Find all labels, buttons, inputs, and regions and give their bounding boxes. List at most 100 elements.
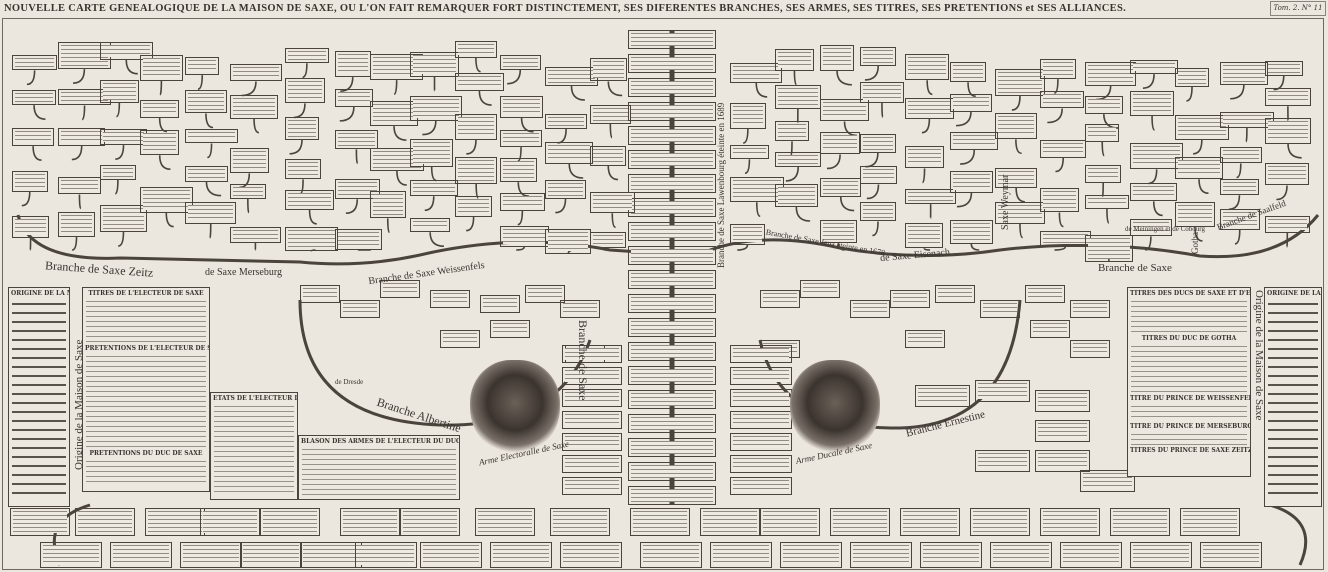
- person-box: [628, 222, 716, 241]
- branch-label-saxe-center: Branche de Saxe: [576, 320, 590, 401]
- person-box: [455, 72, 504, 92]
- person-box: [260, 508, 320, 536]
- person-box: [950, 131, 999, 150]
- person-box: [1085, 194, 1129, 209]
- person-box: [58, 211, 96, 237]
- person-box: [935, 285, 975, 303]
- ernestine-loop: [758, 299, 1022, 430]
- person-box: [1040, 231, 1091, 247]
- panel-heading: TITRES DU DUC DE GOTHA: [1141, 335, 1237, 342]
- person-box: [1085, 234, 1133, 262]
- person-box: [820, 219, 857, 244]
- person-box: [100, 204, 147, 233]
- person-box: [12, 128, 55, 147]
- origin-list: [12, 298, 66, 498]
- person-box: [905, 330, 945, 348]
- panel-text: [86, 298, 206, 343]
- person-box: [500, 130, 543, 148]
- etats-electeur-panel: ETATS DE L'ELECTEUR DE SAXE: [210, 392, 298, 500]
- person-box: [1220, 112, 1274, 128]
- person-box: [1200, 542, 1262, 568]
- branch-label-lawenbourg: Branche de Saxe Lawenbourg éteinte en 16…: [716, 102, 726, 268]
- person-box: [950, 170, 993, 193]
- person-box: [775, 183, 818, 207]
- panel-heading: TITRES DU PRINCE DE SAXE ZEITZ: [1130, 447, 1250, 454]
- person-box: [995, 201, 1045, 224]
- person-box: [140, 100, 180, 118]
- person-box: [285, 189, 335, 210]
- person-box: [1175, 201, 1215, 227]
- person-box: [905, 98, 954, 119]
- person-box: [380, 280, 420, 298]
- person-box: [710, 542, 772, 568]
- person-box: [950, 93, 992, 112]
- person-box: [370, 53, 424, 81]
- person-box: [410, 217, 451, 233]
- person-box: [1220, 178, 1259, 196]
- person-box: [730, 224, 766, 245]
- person-box: [590, 57, 627, 82]
- titres-electeur-panel: TITRES DE L'ELECTEUR DE SAXE PRETENTIONS…: [82, 287, 210, 492]
- electoral-coat-of-arms: [470, 360, 560, 455]
- person-box: [820, 178, 862, 197]
- person-box: [490, 542, 552, 568]
- person-box: [230, 94, 279, 119]
- tome-number: Tom. 2. N° 11: [1270, 1, 1326, 16]
- person-box: [1085, 124, 1120, 142]
- person-box: [58, 127, 106, 146]
- panel-heading: TITRE DU PRINCE DE MERSEBURG: [1130, 423, 1250, 430]
- branch-label-gotha: Gotha: [1190, 232, 1200, 254]
- person-box: [980, 300, 1020, 318]
- person-box: [1035, 390, 1090, 412]
- person-box: [370, 148, 424, 171]
- person-box: [12, 90, 57, 106]
- person-box: [775, 151, 822, 167]
- person-box: [370, 190, 406, 219]
- person-box: [628, 102, 716, 121]
- person-box: [185, 56, 220, 76]
- person-box: [628, 54, 716, 73]
- person-box: [1070, 300, 1110, 318]
- person-box: [1265, 215, 1310, 233]
- person-box: [1220, 62, 1268, 85]
- person-box: [700, 508, 760, 536]
- person-box: [1035, 450, 1090, 472]
- map-title: NOUVELLE CARTE GENEALOGIQUE DE LA MAISON…: [4, 3, 1127, 14]
- person-box: [10, 508, 70, 536]
- branch-label-weymar: Saxe Weymar: [1000, 174, 1011, 230]
- person-box: [628, 462, 716, 481]
- person-box: [340, 508, 400, 536]
- person-box: [480, 295, 520, 313]
- person-box: [562, 389, 622, 407]
- person-box: [1130, 183, 1178, 202]
- person-box: [850, 542, 912, 568]
- person-box: [628, 342, 716, 361]
- person-box: [545, 228, 592, 254]
- person-box: [200, 508, 260, 536]
- panel-text: [1131, 431, 1247, 445]
- panel-heading: PRETENTIONS DU DUC DE SAXE: [89, 450, 203, 457]
- main-branch-right: [704, 214, 1320, 259]
- person-box: [490, 320, 530, 338]
- person-box: [545, 141, 594, 164]
- person-box: [860, 47, 897, 66]
- person-box: [335, 228, 383, 250]
- person-box: [640, 542, 702, 568]
- person-box: [455, 157, 498, 184]
- panel-heading: ORIGINE DE LA MAISON DE SAXE: [1267, 290, 1321, 297]
- person-box: [410, 51, 459, 77]
- person-box: [562, 433, 622, 451]
- person-box: [230, 184, 266, 199]
- person-box: [562, 455, 622, 473]
- person-box: [628, 294, 716, 313]
- person-box: [730, 102, 766, 130]
- person-box: [500, 225, 549, 247]
- person-box: [545, 66, 598, 86]
- person-box: [730, 389, 792, 407]
- person-box: [340, 300, 380, 318]
- person-box: [420, 542, 482, 568]
- person-box: [995, 68, 1045, 96]
- person-box: [1220, 147, 1262, 164]
- person-box: [950, 219, 993, 244]
